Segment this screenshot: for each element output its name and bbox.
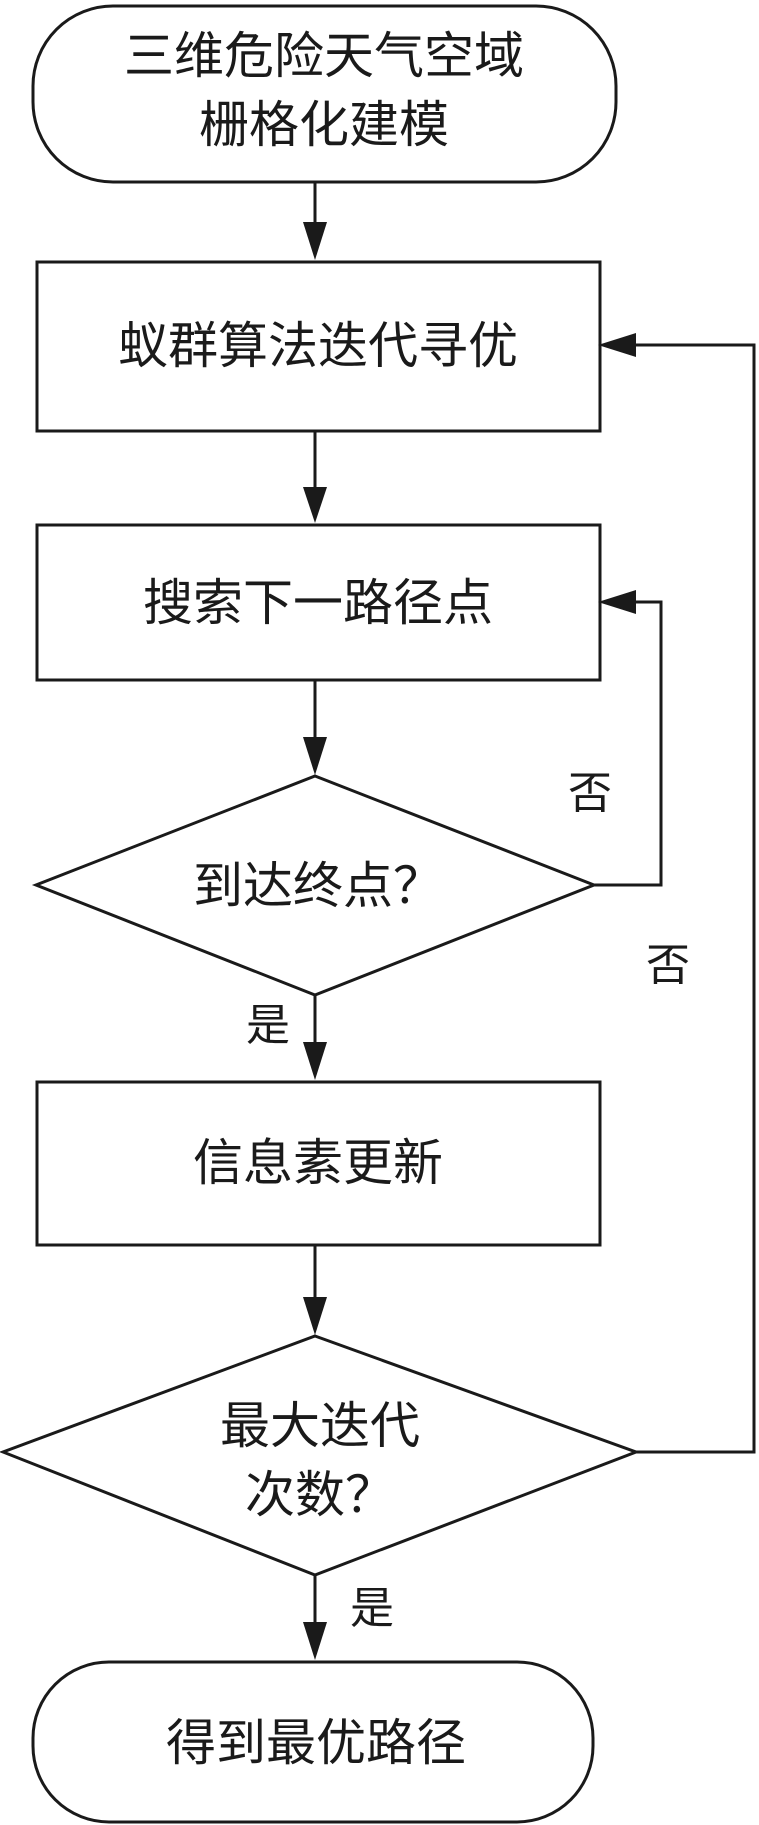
end-terminal-label: 得到最优路径 [166, 1714, 466, 1772]
arrow-search-to-decision [303, 680, 327, 775]
reach-end-label: 到达终点？ [193, 857, 443, 915]
pheromone-update-process: 信息素更新 [35, 1080, 602, 1247]
loop-max-iter-no: 否 [598, 333, 756, 1454]
reach-end-decision: 到达终点？ [31, 774, 599, 997]
search-next-process: 搜索下一路径点 [35, 523, 602, 682]
start-terminal-line2: 栅格化建模 [199, 96, 449, 154]
max-iter-line2: 次数？ [245, 1466, 395, 1524]
reach-end-yes-label: 是 [246, 1000, 290, 1051]
reach-end-no-label: 否 [568, 768, 612, 819]
arrow-pheromone-to-decision [303, 1245, 327, 1335]
loop-reach-end-no: 否 [568, 590, 663, 887]
arrow-start-to-aco [303, 182, 327, 260]
arrow-reach-end-yes: 是 [246, 995, 327, 1080]
max-iter-line1: 最大迭代 [220, 1397, 420, 1455]
search-next-label: 搜索下一路径点 [143, 574, 493, 632]
max-iter-yes-label: 是 [350, 1583, 394, 1634]
end-terminal: 得到最优路径 [31, 1660, 595, 1824]
pheromone-update-label: 信息素更新 [193, 1134, 443, 1192]
aco-iterate-process: 蚁群算法迭代寻优 [35, 260, 602, 433]
max-iter-no-label: 否 [646, 940, 690, 991]
start-terminal: 三维危险天气空域 栅格化建模 [31, 4, 618, 184]
aco-iterate-label: 蚁群算法迭代寻优 [118, 317, 518, 375]
start-terminal-line1: 三维危险天气空域 [124, 27, 524, 85]
max-iter-decision: 最大迭代 次数？ [0, 1334, 641, 1577]
arrow-max-iter-yes: 是 [303, 1575, 394, 1660]
arrow-aco-to-search [303, 431, 327, 523]
